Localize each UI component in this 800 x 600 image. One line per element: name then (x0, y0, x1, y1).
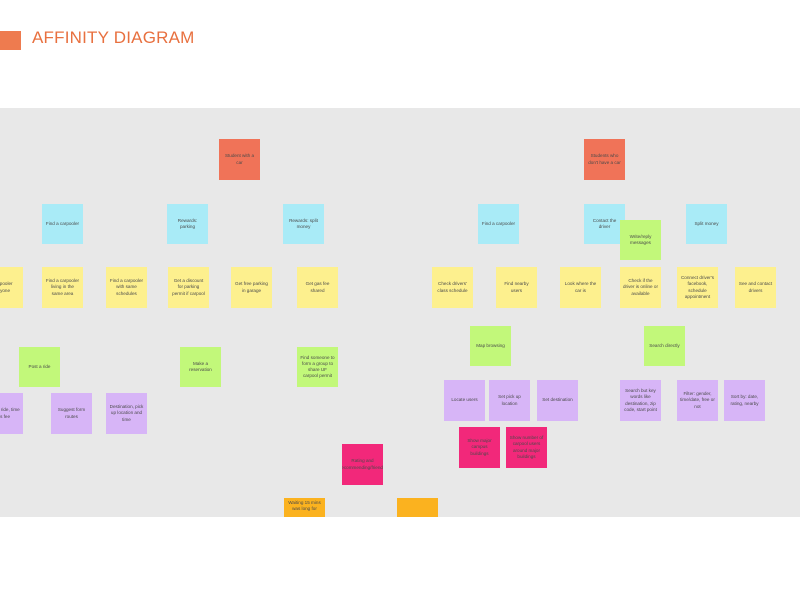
sticky-note-check-driver-online[interactable]: Check if the driver is online or availab… (620, 267, 661, 308)
note-text: Student with a car (224, 153, 255, 165)
sticky-note-find-carpooler-same-schedules[interactable]: Find a carpooler with same schedules (106, 267, 147, 308)
note-text: Check if the driver is online or availab… (623, 278, 658, 296)
note-text: Posted ride, time gas fee (0, 407, 20, 419)
sticky-note-rewards-parking[interactable]: Rewards: parking (167, 204, 208, 244)
note-text: Write/reply messages (629, 233, 652, 245)
sticky-note-find-nearby-users[interactable]: Find nearby users (496, 267, 537, 308)
note-text: Make a reservation (189, 360, 212, 372)
note-text: Destination, pick up location and time (109, 404, 144, 422)
note-text: Suggest form routes (57, 407, 86, 419)
note-text: Filter: gender, time/date, free or not (680, 391, 715, 409)
sticky-note-rating-recommending[interactable]: Rating and recommending/friends (342, 444, 383, 485)
note-text: Students who don't have a car (588, 153, 621, 165)
note-text: Check drivers' class schedule (437, 281, 468, 293)
note-text: Search but key words like destination, z… (624, 388, 657, 412)
sticky-note-look-where-car-is[interactable]: Look where the car is (560, 267, 601, 308)
note-text: Find a carpooler with same schedules (109, 278, 144, 296)
note-text: Show number of carpool users around majo… (509, 435, 544, 459)
sticky-note-get-gas-fee-shared[interactable]: Get gas fee shared (297, 267, 338, 308)
sticky-note-rewards-split-money[interactable]: Rewards: split money (283, 204, 324, 244)
sticky-note-find-carpooler-right[interactable]: Find a carpooler (478, 204, 519, 244)
sticky-note-make-a-reservation[interactable]: Make a reservation (180, 347, 221, 387)
sticky-note-map-browsing[interactable]: Map browsing (470, 326, 511, 366)
sticky-note-see-contact-drivers[interactable]: See and contact drivers (735, 267, 776, 308)
note-text: Find nearby users (504, 281, 529, 293)
note-text: Search directly (649, 342, 680, 348)
sticky-note-search-key-words[interactable]: Search but key words like destination, z… (620, 380, 661, 421)
title-accent-square (0, 31, 21, 50)
sticky-note-filter-gender-schedule[interactable]: Filter: gender, time/date, free or not (677, 380, 718, 421)
sticky-note-students-no-car[interactable]: Students who don't have a car (584, 139, 625, 180)
sticky-note-get-free-parking-garage[interactable]: Get free parking in garage (231, 267, 272, 308)
sticky-note-show-major-campus-buildings[interactable]: Show major campus buildings (459, 427, 500, 468)
sticky-note-set-pickup-location[interactable]: Set pick up location (489, 380, 530, 421)
note-text: Get gas fee shared (305, 281, 330, 293)
page-title: AFFINITY DIAGRAM (32, 28, 195, 47)
note-text: Show major campus buildings (467, 438, 492, 456)
sticky-note-show-number-of-carpool-users[interactable]: Show number of carpool users around majo… (506, 427, 547, 468)
sticky-note-check-drivers-class-schedule[interactable]: Check drivers' class schedule (432, 267, 473, 308)
sticky-note-waiting-time-long[interactable]: Waiting 15 mins was long for (284, 498, 325, 517)
note-text: Rewards: split money (289, 217, 318, 229)
affinity-board[interactable]: Student with a car Students who don't ha… (0, 108, 800, 517)
note-text: Connect driver's facebook, schedule appo… (680, 275, 715, 299)
sticky-note-contact-driver[interactable]: Contact the driver (584, 204, 625, 244)
note-text: Waiting 15 mins was long for (288, 500, 321, 512)
note-text: Get free parking in garage (235, 281, 268, 293)
note-text: Look where the car is (564, 281, 597, 293)
note-text: Find someone to form a group to share UF… (300, 354, 335, 379)
sticky-note-posted-ride-time-gas-fee[interactable]: Posted ride, time gas fee (0, 393, 23, 434)
note-text: Find a carpooler (481, 220, 516, 226)
note-text: Set pick up location (498, 394, 521, 406)
note-text: Split money (694, 220, 719, 226)
sticky-note-write-reply-messages[interactable]: Write/reply messages (620, 220, 661, 260)
note-text: Rating and recommending/friends (342, 458, 383, 470)
sticky-note-students-with-car[interactable]: Student with a car (219, 139, 260, 180)
note-text: Find a carpooler living in the same area (45, 278, 80, 296)
sticky-note-find-carpooler-living-area[interactable]: Find a carpooler living in the same area (42, 267, 83, 308)
sticky-note-find-carpooler-left[interactable]: Find a carpooler (42, 204, 83, 244)
note-text: Get a discount for parking permit if car… (172, 278, 205, 296)
sticky-note-suggest-form-routes[interactable]: Suggest form routes (51, 393, 92, 434)
sticky-note-carpooler-anyone[interactable]: Carpooler anyone (0, 267, 23, 308)
sticky-note-post-a-ride[interactable]: Post a ride (19, 347, 60, 387)
sticky-note-locate-users[interactable]: Locate users (444, 380, 485, 421)
sticky-note-find-someone-group[interactable]: Find someone to form a group to share UF… (297, 347, 338, 387)
note-text: Sort by: date, rating, nearby (730, 394, 759, 406)
note-text: Set destination (542, 397, 573, 403)
sticky-note-orange-blank[interactable] (397, 498, 438, 517)
sticky-note-set-destination[interactable]: Set destination (537, 380, 578, 421)
note-text: See and contact drivers (738, 281, 773, 293)
note-text: Carpooler anyone (0, 281, 13, 293)
note-text: Post a ride (28, 363, 51, 369)
note-text: Rewards: parking (177, 217, 198, 229)
sticky-note-split-money[interactable]: Split money (686, 204, 727, 244)
sticky-note-get-discount-parking[interactable]: Get a discount for parking permit if car… (168, 267, 209, 308)
sticky-note-search-directly[interactable]: Search directly (644, 326, 685, 366)
note-text: Map browsing (476, 342, 505, 348)
sticky-note-destination-pickup-time[interactable]: Destination, pick up location and time (106, 393, 147, 434)
sticky-note-sort-by-date-rating[interactable]: Sort by: date, rating, nearby (724, 380, 765, 421)
note-text: Contact the driver (592, 217, 617, 229)
note-text: Locate users (451, 397, 478, 403)
note-text: Find a carpooler (45, 220, 80, 226)
sticky-note-connect-drivers-accounts[interactable]: Connect driver's facebook, schedule appo… (677, 267, 718, 308)
